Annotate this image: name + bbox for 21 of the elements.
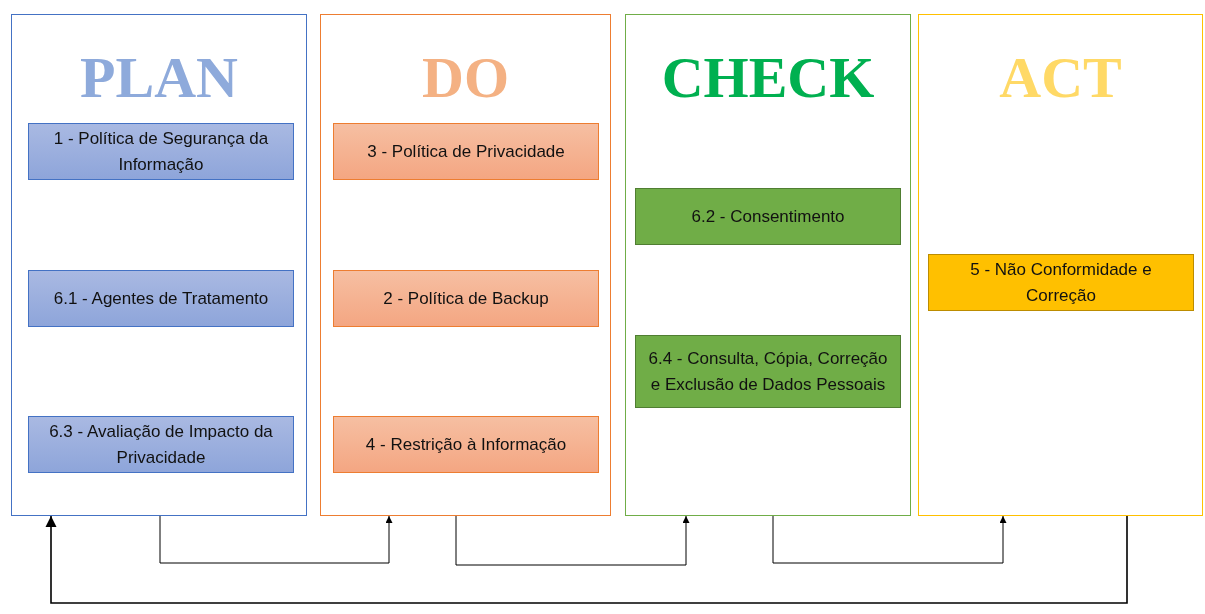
step-box: 6.4 - Consulta, Cópia, Correção e Exclusão de Dados Pessoais <box>635 335 901 408</box>
step-box: 1 - Política de Segurança da Informação <box>28 123 294 180</box>
stage-heading: PLAN <box>79 45 239 111</box>
step-box: 6.1 - Agentes de Tratamento <box>28 270 294 327</box>
step-box: 4 - Restrição à Informação <box>333 416 599 473</box>
stage-column <box>320 14 611 516</box>
stage-column <box>918 14 1203 516</box>
step-box: 5 - Não Conformidade e Correção <box>928 254 1194 311</box>
step-box: 2 - Política de Backup <box>333 270 599 327</box>
stage-heading: ACT <box>998 45 1123 111</box>
connector-arrow <box>45 515 1128 604</box>
step-box: 6.3 - Avaliação de Impacto da Privacidade <box>28 416 294 473</box>
stage-heading: CHECK <box>660 45 876 111</box>
connector-arrow <box>455 515 690 566</box>
step-box: 6.2 - Consentimento <box>635 188 901 245</box>
connector-arrow <box>159 515 393 564</box>
step-box: 3 - Política de Privacidade <box>333 123 599 180</box>
stage-heading: DO <box>421 45 510 111</box>
stage-column <box>625 14 911 516</box>
stage-column <box>11 14 307 516</box>
connector-arrow <box>772 515 1007 564</box>
